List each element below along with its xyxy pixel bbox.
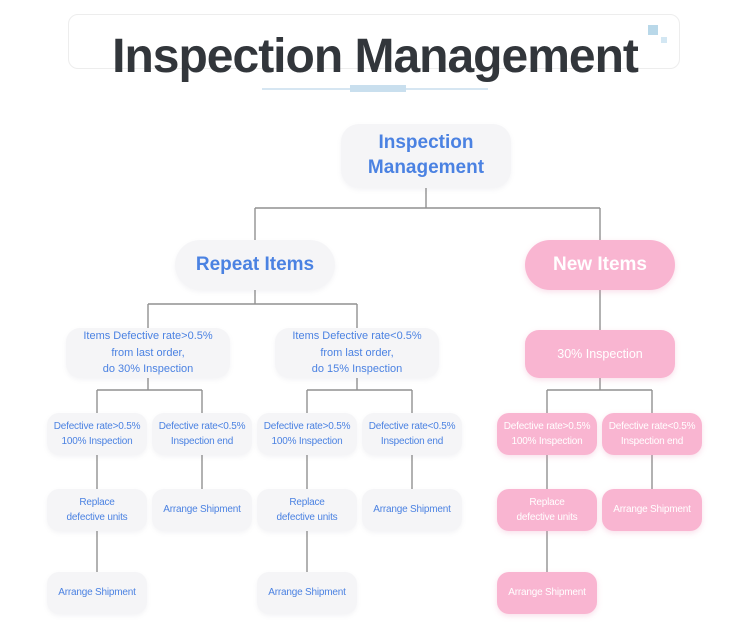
node-col1-check-label: Defective rate>0.5% 100% Inspection [53, 420, 141, 448]
node-repeat-low-rate-label: Items Defective rate<0.5% from last orde… [292, 330, 422, 376]
node-col5-final-label: Arrange Shipment [508, 587, 586, 599]
node-repeat-low-rate: Items Defective rate<0.5% from last orde… [275, 328, 439, 378]
node-col3-action-label: Replace defective units [276, 496, 338, 524]
node-new-30-inspection: 30% Inspection [525, 330, 675, 378]
node-col6-action: Arrange Shipment [602, 489, 702, 531]
node-root: Inspection Management [341, 124, 511, 188]
node-col1-action: Replace defective units [47, 489, 147, 531]
node-col1-final-label: Arrange Shipment [58, 587, 136, 599]
node-col5-check: Defective rate>0.5% 100% Inspection [497, 413, 597, 455]
node-repeat-high-rate: Items Defective rate>0.5% from last orde… [66, 328, 230, 378]
node-col4-check: Defective rate<0.5% Inspection end [362, 413, 462, 455]
node-new-items: New Items [525, 240, 675, 290]
node-col4-action-label: Arrange Shipment [373, 504, 451, 516]
node-col5-action-label: Replace defective units [516, 496, 578, 524]
node-col5-action: Replace defective units [497, 489, 597, 531]
node-col1-action-label: Replace defective units [66, 496, 128, 524]
node-col6-check: Defective rate<0.5% Inspection end [602, 413, 702, 455]
title-card [68, 14, 680, 69]
node-col6-check-label: Defective rate<0.5% Inspection end [608, 420, 696, 448]
node-new-30-inspection-label: 30% Inspection [557, 347, 643, 361]
node-col2-action: Arrange Shipment [152, 489, 252, 531]
node-col6-action-label: Arrange Shipment [613, 504, 691, 516]
node-root-label: Inspection Management [367, 132, 485, 178]
node-col5-check-label: Defective rate>0.5% 100% Inspection [503, 420, 591, 448]
node-col1-final: Arrange Shipment [47, 572, 147, 614]
node-col2-check: Defective rate<0.5% Inspection end [152, 413, 252, 455]
node-col2-check-label: Defective rate<0.5% Inspection end [158, 420, 246, 448]
node-col3-action: Replace defective units [257, 489, 357, 531]
node-col1-check: Defective rate>0.5% 100% Inspection [47, 413, 147, 455]
title-underline-accent [350, 85, 406, 92]
node-col3-check-label: Defective rate>0.5% 100% Inspection [263, 420, 351, 448]
node-repeat-items-label: Repeat Items [195, 254, 315, 275]
node-col5-final: Arrange Shipment [497, 572, 597, 614]
node-col3-final: Arrange Shipment [257, 572, 357, 614]
decor-square-small [661, 37, 667, 43]
page-title: Inspection Management [112, 30, 639, 83]
node-col2-action-label: Arrange Shipment [163, 504, 241, 516]
node-col3-check: Defective rate>0.5% 100% Inspection [257, 413, 357, 455]
decor-square-large [648, 25, 658, 35]
node-repeat-items: Repeat Items [175, 240, 335, 290]
node-new-items-label: New Items [553, 254, 647, 275]
node-col4-check-label: Defective rate<0.5% Inspection end [368, 420, 456, 448]
node-col4-action: Arrange Shipment [362, 489, 462, 531]
node-col3-final-label: Arrange Shipment [268, 587, 346, 599]
node-repeat-high-rate-label: Items Defective rate>0.5% from last orde… [83, 330, 213, 376]
